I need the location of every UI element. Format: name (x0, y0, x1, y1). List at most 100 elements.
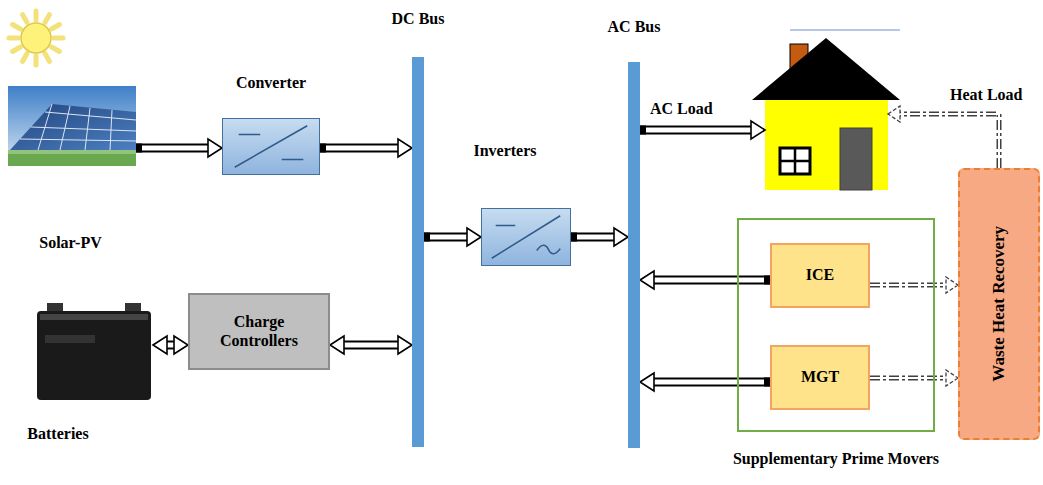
inverter-box: Inverters (462, 142, 572, 267)
arrow-core (899, 114, 999, 168)
arrow-head (640, 373, 654, 391)
heat-flow-arrow (870, 370, 958, 386)
arrow-outline (343, 341, 399, 350)
arrow-core (640, 128, 752, 133)
waste-heat-recovery: Waste Heat Recovery (958, 168, 1040, 440)
house-wall (765, 100, 888, 190)
arrow-tail (136, 144, 142, 153)
inverter-symbol (482, 209, 570, 265)
arrow-head (208, 139, 222, 157)
arrow-outline (653, 276, 770, 285)
arrow-head (640, 271, 654, 289)
node-label: Solar-PV (39, 234, 102, 252)
solar-panel (10, 104, 136, 150)
node-label: Waste Heat Recovery (989, 226, 1009, 382)
roof (752, 38, 900, 100)
power-flow-arrow (640, 271, 770, 289)
arrow-head (946, 277, 958, 293)
solar-pv-panel: Solar-PV (8, 86, 138, 256)
charge-controller-box: Charge Controllers (188, 293, 330, 370)
node-label: Batteries (27, 425, 88, 443)
arrow-core (653, 278, 770, 283)
battery: Batteries (8, 295, 153, 445)
arrow-core (424, 235, 468, 240)
edge-label: Heat Load (948, 86, 1024, 104)
arrow-head (398, 139, 412, 157)
arrow-outline (571, 233, 615, 242)
arrow-head (614, 228, 628, 246)
text-holder: Converter (216, 74, 326, 92)
arrow-head (467, 228, 481, 246)
arrow-head (174, 336, 188, 354)
arrow-head (946, 370, 958, 386)
node-label: Supplementary Prime Movers (733, 450, 939, 468)
sky-line (790, 29, 900, 31)
arrow-outline (653, 378, 770, 387)
sun-rays (9, 11, 63, 65)
battery-highlight (40, 314, 148, 320)
arrow-tail (320, 144, 326, 153)
arrow-core (653, 380, 770, 385)
battery-strip (45, 335, 95, 343)
text-holder: Batteries (8, 425, 108, 443)
arrow-outline (424, 233, 468, 242)
text-holder: AC Bus (596, 18, 672, 36)
node-label: Converter (236, 74, 306, 92)
grass (8, 150, 136, 166)
power-flow-arrow (330, 336, 412, 354)
node-label: DC Bus (392, 10, 445, 28)
text-holder: DC Bus (380, 10, 456, 28)
edge-label: AC Load (648, 100, 715, 118)
text-holder: Inverters (462, 142, 548, 160)
symbol-lines (235, 126, 307, 167)
node-label: Inverters (473, 142, 536, 160)
converter-symbol (223, 119, 319, 174)
prime-mover-group: Supplementary Prime MoversICEMGT (737, 218, 935, 476)
arrow-tail (571, 233, 577, 242)
arrow-core (571, 235, 615, 240)
node-label: MGT (801, 368, 839, 386)
mgt-box: MGT (770, 345, 870, 410)
arrow-head (153, 336, 167, 354)
arrow-core (343, 343, 399, 348)
arrow-core (320, 146, 399, 151)
converter-box-shape (222, 118, 320, 175)
heat-flow-arrow (870, 277, 958, 293)
dc-bus-shape (412, 57, 424, 447)
arrow-outline (870, 376, 947, 381)
ac-bus: AC Bus (596, 18, 672, 448)
ac-bus-shape (628, 62, 640, 448)
text-holder: Waste Heat Recovery (958, 168, 1040, 440)
solar-grid (20, 104, 136, 150)
battery-body (37, 311, 151, 400)
house-load (765, 30, 888, 190)
node-label: ICE (806, 266, 834, 284)
arrow-tail (424, 233, 430, 242)
grass-light (8, 150, 136, 154)
house-load-shape (765, 30, 888, 190)
text-holder: Charge Controllers (198, 293, 320, 370)
arrow-head (398, 336, 412, 354)
node-label: Charge Controllers (198, 313, 320, 350)
arrow-head (888, 106, 900, 122)
window (780, 148, 810, 174)
power-flow-arrow (424, 228, 481, 246)
ice-box: ICE (770, 243, 870, 308)
arrow-head (330, 336, 344, 354)
arrow-outline (870, 283, 947, 288)
window-cross (780, 148, 810, 174)
arrow-core (136, 146, 209, 151)
arrow-tail (640, 126, 646, 135)
inverter-box-shape (481, 208, 571, 266)
power-flow-arrow (640, 373, 770, 391)
text-holder: Supplementary Prime Movers (712, 450, 960, 468)
solar-pv-panel-shape (8, 86, 136, 166)
solar-sky (8, 86, 136, 166)
arrow-outline (640, 126, 752, 135)
door (840, 128, 872, 190)
power-flow-arrow (320, 139, 412, 157)
power-flow-arrow (640, 121, 765, 139)
arrow-core (870, 377, 947, 379)
node-label: AC Bus (608, 18, 661, 36)
